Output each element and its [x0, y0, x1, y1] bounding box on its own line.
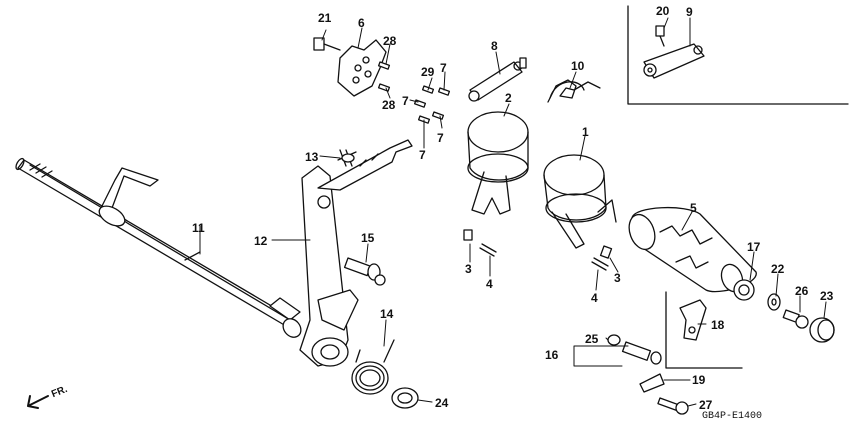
small-pins-clips [463, 229, 613, 271]
callout-29: 29 [421, 65, 435, 79]
part-20-bolt [655, 25, 665, 47]
leader-lines [199, 17, 827, 407]
callout-1: 1 [582, 125, 589, 139]
callout-21: 21 [318, 11, 332, 25]
part-1-shift-fork [543, 154, 617, 249]
part-14-return-spring [351, 339, 395, 395]
part-2-shift-fork [467, 111, 529, 215]
callout-28-top: 28 [383, 34, 397, 48]
part-9-plate [643, 43, 705, 79]
part-26-bolt [782, 309, 809, 329]
callout-7-b: 7 [402, 94, 409, 108]
part-16-pin-assembly [607, 334, 662, 365]
callout-23: 23 [820, 289, 834, 303]
callout-20: 20 [656, 4, 670, 18]
part-15-bolt [343, 257, 386, 286]
callout-26: 26 [795, 284, 809, 298]
part-21-bolt [313, 37, 341, 51]
part-5-shift-drum [628, 206, 757, 293]
pins-group [377, 61, 451, 124]
callout-3-left: 3 [465, 262, 472, 276]
part-27-bolt [657, 397, 689, 415]
callout-5: 5 [690, 201, 697, 215]
callout-12: 12 [254, 234, 268, 248]
callout-22: 22 [771, 262, 785, 276]
callout-6: 6 [358, 16, 365, 30]
part-23-cap [809, 317, 835, 343]
callout-8: 8 [491, 39, 498, 53]
diagram-code: GB4P-E1400 [702, 411, 763, 422]
part-19-clip [639, 373, 665, 393]
callout-15: 15 [361, 231, 375, 245]
part-22-washer [767, 293, 781, 311]
callout-17: 17 [747, 240, 761, 254]
callout-7-d: 7 [419, 148, 426, 162]
callout-28-bottom: 28 [382, 98, 396, 112]
part-17-cam [733, 279, 755, 301]
callout-18: 18 [711, 318, 725, 332]
callout-19: 19 [692, 373, 706, 387]
callout-11: 11 [192, 221, 205, 235]
callout-2: 2 [505, 91, 512, 105]
part-10-stopper-spring [547, 79, 601, 103]
part-12-shift-arm [299, 139, 413, 367]
inset-frame-upper-right [627, 5, 849, 105]
callout-10: 10 [571, 59, 585, 73]
part-13-spring [337, 149, 357, 167]
part-11-shift-shaft [15, 157, 302, 338]
callout-25: 25 [585, 332, 599, 346]
front-direction-arrow [27, 395, 49, 409]
part-24-collar [391, 387, 419, 409]
callout-4-right: 4 [591, 291, 598, 305]
callout-27: 27 [699, 398, 713, 412]
part-8-shift-drum-stopper-arm [468, 57, 527, 102]
callout-16: 16 [545, 348, 559, 362]
callout-24: 24 [435, 396, 449, 410]
callout-14: 14 [380, 307, 394, 321]
callout-4-left: 4 [486, 277, 493, 291]
callout-3-right: 3 [614, 271, 621, 285]
inset-frame-lower-right [665, 291, 743, 369]
callout-7-c: 7 [437, 131, 444, 145]
callout-7-a: 7 [440, 61, 447, 75]
callout-13: 13 [305, 150, 319, 164]
callout-9: 9 [686, 5, 693, 19]
part-18-plate [679, 299, 707, 341]
